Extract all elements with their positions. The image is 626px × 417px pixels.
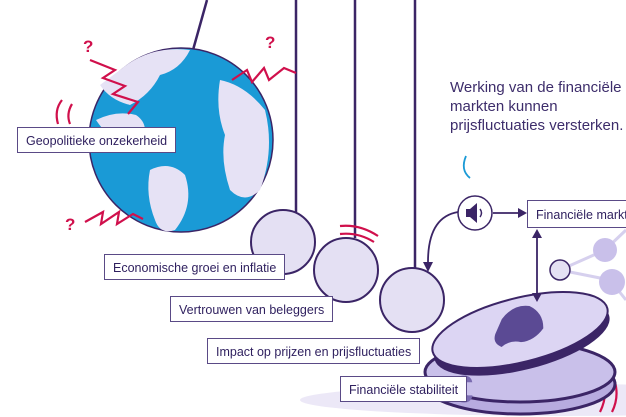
label-geopolitical-uncertainty: Geopolitieke onzekerheid: [17, 127, 177, 153]
label-financial-markets: Financiële markten: [527, 200, 626, 228]
label-economic-growth: Economische groei en inflatie: [104, 254, 286, 280]
label-investor-confidence: Vertrouwen van beleggers: [170, 296, 334, 322]
label-financial-stability: Financiële stabiliteit: [340, 376, 468, 402]
svg-text:?: ?: [65, 215, 75, 234]
coin-stack: €: [423, 291, 617, 416]
network-graphic: [549, 228, 626, 301]
question-mark-icon: ???: [65, 33, 275, 234]
label-price-impact: Impact op prijzen en prijsfluctuaties: [207, 338, 421, 364]
speaker-icon: [457, 195, 493, 231]
globe-icon: [88, 47, 274, 233]
arrow-heads: [423, 208, 542, 302]
markets-note: Werking van de financiële markten kunnen…: [450, 79, 624, 134]
svg-text:?: ?: [83, 37, 93, 56]
pendulum-strings: [191, 0, 417, 268]
netherlands-map-icon: [494, 305, 544, 347]
flow-arrows: [427, 155, 538, 295]
svg-text:?: ?: [265, 33, 275, 52]
